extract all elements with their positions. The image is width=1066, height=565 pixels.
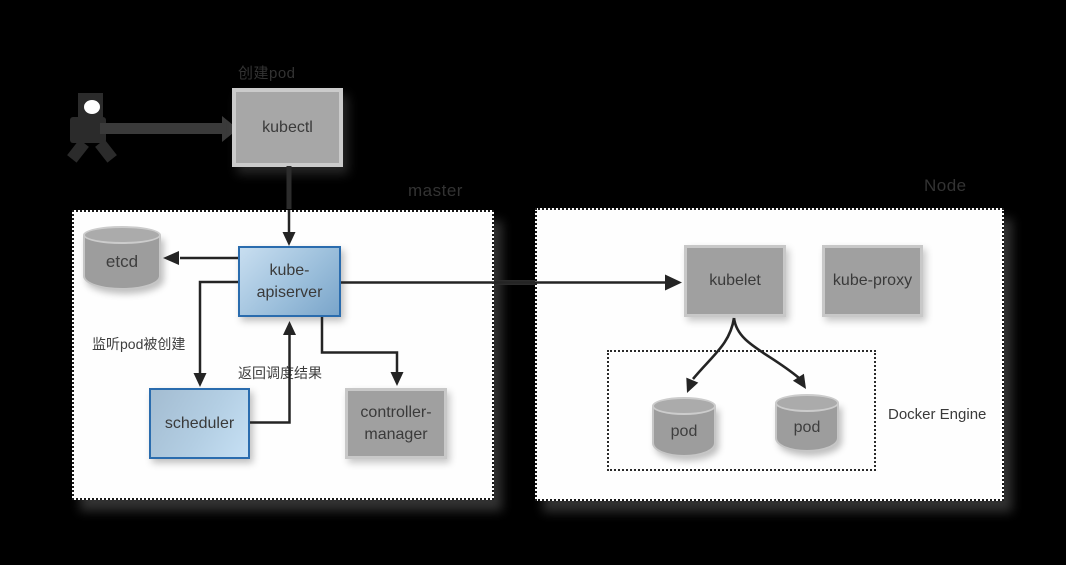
pod-2-label: pod — [793, 419, 821, 436]
pod-1-label: pod — [670, 423, 698, 440]
scheduler-label: scheduler — [164, 414, 235, 432]
client-action-label: 创建pod — [238, 65, 296, 82]
user-head-icon — [84, 100, 100, 114]
etcd-cylinder: etcd — [83, 226, 161, 290]
return-schedule-result-note: 返回调度结果 — [238, 365, 322, 381]
kubectl-box: kubectl — [232, 88, 343, 167]
kubelet-box: kubelet — [684, 245, 786, 317]
scheduler-box: scheduler — [149, 388, 250, 459]
docker-engine-label: Docker Engine — [888, 406, 987, 423]
kubelet-label: kubelet — [709, 272, 761, 290]
controller-manager-label-line2: manager — [364, 425, 428, 443]
etcd-cylinder-top — [83, 226, 161, 244]
kube-proxy-box: kube-proxy — [822, 245, 923, 317]
kube-proxy-label: kube-proxy — [832, 272, 913, 290]
kube-apiserver-label-line1: kube- — [269, 261, 310, 279]
controller-manager-label-line1: controller- — [360, 403, 432, 421]
controller-manager-box: controller- manager — [345, 388, 447, 459]
master-region-label: master — [408, 181, 463, 200]
controller-manager-label: controller- manager — [360, 402, 431, 445]
kubectl-label: kubectl — [262, 118, 313, 136]
pod-cylinder-2-top — [775, 394, 839, 412]
pod-cylinder-2: pod — [775, 394, 839, 452]
kube-apiserver-label: kube- apiserver — [257, 260, 323, 303]
node-region-label: Node — [924, 176, 967, 195]
user-to-kubectl-arrow — [100, 123, 222, 134]
etcd-cylinder-body — [83, 235, 161, 290]
pod-cylinder-1-top — [652, 397, 716, 415]
etcd-label: etcd — [105, 252, 139, 271]
kube-apiserver-label-line2: apiserver — [256, 283, 323, 301]
watch-pod-created-note: 监听pod被创建 — [92, 336, 186, 352]
kube-apiserver-box: kube- apiserver — [238, 246, 341, 317]
pod-cylinder-1: pod — [652, 397, 716, 457]
user-leg-right — [95, 139, 117, 163]
